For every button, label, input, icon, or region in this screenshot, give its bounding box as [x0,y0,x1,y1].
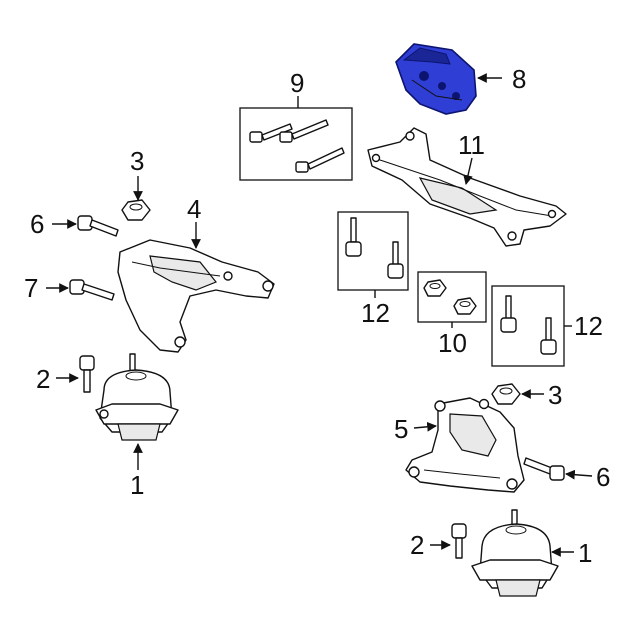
part-6-bolt-left[interactable] [77,215,119,237]
callout-7: 7 [24,273,38,303]
bolt-12d [540,317,557,355]
part-11-crossmember[interactable] [367,127,567,247]
part-5-mount-bracket[interactable] [405,397,525,493]
part-12-box-left [337,211,409,291]
callout-10: 10 [438,328,467,358]
bolt-9b [279,119,329,143]
part-1-engine-mount-right[interactable] [471,509,559,597]
callout-12-left: 12 [361,298,390,328]
callout-1-left: 1 [130,470,144,500]
part-4-mount-bracket[interactable] [117,239,275,353]
callout-5: 5 [394,414,408,444]
part-12-bolts-left[interactable] [337,211,409,291]
part-3-nut-left[interactable] [121,199,151,221]
bolt-12c [500,295,517,333]
callout-9: 9 [290,68,304,98]
bolt-12a [345,217,362,257]
part-1-engine-mount-left[interactable] [95,353,179,441]
bolt-12b [387,241,404,279]
callout-11: 11 [458,130,485,160]
leader-lines [46,73,593,557]
callout-8: 8 [512,64,526,94]
part-2-bolt-right[interactable] [451,523,467,559]
nut-10b [453,297,477,315]
callout-3-right: 3 [548,380,562,410]
callout-6-left: 6 [30,209,44,239]
part-7-bolt[interactable] [69,279,115,301]
bolt-9a [249,123,293,143]
part-9-box [239,107,353,181]
part-9-bolt-set[interactable] [239,107,353,181]
part-10-nuts[interactable] [417,271,487,323]
callout-4: 4 [187,194,201,224]
callout-2-right: 2 [410,530,424,560]
part-8-bracket-highlighted[interactable] [395,43,477,115]
part-10-box [417,271,487,323]
part-2-bolt-left[interactable] [79,355,95,393]
nut-10a [423,279,447,297]
callout-12-right: 12 [574,311,603,341]
part-3-nut-right[interactable] [491,383,521,405]
callout-6-right: 6 [596,462,610,492]
callout-3-left: 3 [130,146,144,176]
callout-2-left: 2 [36,364,50,394]
part-12-bolts-right[interactable] [491,285,565,367]
part-6-bolt-right[interactable] [523,457,565,481]
callout-1-right: 1 [578,538,592,568]
bolt-9c [295,147,345,173]
